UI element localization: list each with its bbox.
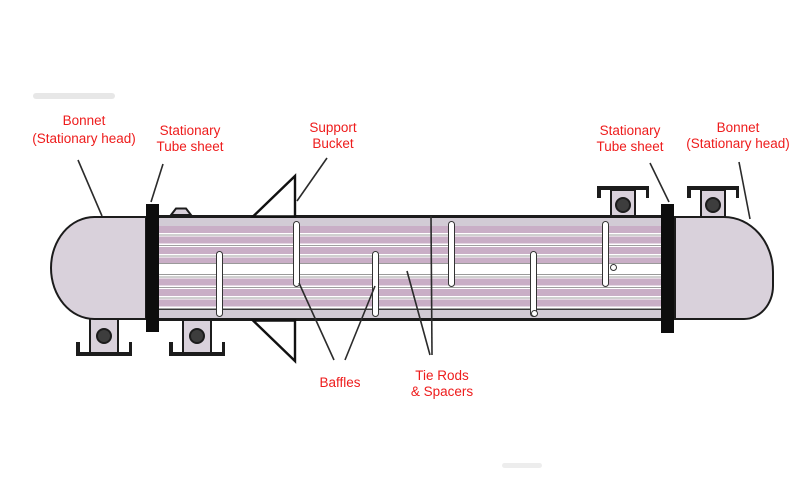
baffle-bar: [216, 251, 223, 317]
faded-artifact-top-left: [33, 93, 115, 99]
leader-tube-sheet-left: [150, 163, 164, 203]
label-line: & Spacers: [410, 384, 474, 399]
label-tie-rods: Tie Rods & Spacers: [391, 368, 493, 400]
bonnet-bottom-nozzle-flange: [76, 352, 132, 356]
bonnet-top-nozzle-flange: [687, 186, 739, 190]
flange-tick: [76, 342, 80, 354]
bonnet-right-body: [674, 216, 774, 320]
spacer-end-dot: [610, 264, 617, 271]
label-support-bucket: Support Bucket: [283, 120, 383, 152]
label-line: Bonnet: [716, 120, 760, 135]
faded-artifact-bottom-right: [502, 463, 542, 468]
flange-tick: [597, 186, 601, 198]
label-line: Support: [309, 120, 357, 135]
baffle-bar: [530, 251, 537, 317]
shell-top-nozzle-flange: [597, 186, 649, 190]
shell-wall-bottom: [159, 309, 661, 318]
leader-bonnet-right: [738, 161, 751, 220]
label-line: Tube sheet: [596, 139, 664, 154]
flange-tick: [221, 342, 225, 354]
nozzle-bolt-hole: [96, 328, 112, 344]
baffle-bar: [448, 221, 455, 287]
flange-tick: [687, 186, 691, 198]
baffle-bar: [602, 221, 609, 287]
label-line: Tube sheet: [156, 139, 224, 154]
baffle-bar: [372, 251, 379, 317]
label-line: Bucket: [312, 136, 354, 151]
baffle-bar: [293, 221, 300, 287]
nozzle-bolt-hole: [615, 197, 631, 213]
label-baffles: Baffles: [290, 375, 390, 391]
label-line: Stationary: [159, 123, 221, 138]
leader-bonnet-left: [77, 159, 103, 217]
shell-bottom-nozzle-flange: [169, 352, 225, 356]
label-bonnet-right: Bonnet (Stationary head): [673, 120, 800, 152]
nozzle-bolt-hole: [705, 197, 721, 213]
flange-tick: [645, 186, 649, 198]
leader-support-bucket: [296, 157, 328, 202]
tube-sheet-left-bar: [146, 204, 159, 332]
support-bucket-top-triangle: [250, 173, 297, 218]
label-line: Bonnet: [62, 113, 106, 128]
label-line: Baffles: [319, 375, 361, 390]
label-bonnet-left: Bonnet (Stationary head): [14, 112, 154, 148]
label-tube-sheet-left: Stationary Tube sheet: [140, 123, 240, 155]
flange-tick: [169, 342, 173, 354]
center-tube-lane: [159, 263, 661, 275]
label-line: (Stationary head): [32, 131, 136, 146]
nozzle-bolt-hole: [189, 328, 205, 344]
label-line: Tie Rods: [415, 368, 469, 383]
label-tube-sheet-right: Stationary Tube sheet: [580, 123, 680, 155]
flange-tick: [735, 186, 739, 198]
flange-tick: [128, 342, 132, 354]
shell-body: [159, 215, 661, 321]
leader-tube-sheet-right: [649, 162, 670, 203]
label-line: (Stationary head): [686, 136, 790, 151]
tube-sheet-right-bar: [661, 204, 674, 333]
bonnet-left-body: [50, 216, 147, 320]
label-line: Stationary: [599, 123, 661, 138]
support-bucket-bottom-triangle: [250, 319, 297, 364]
spacer-end-dot: [531, 310, 538, 317]
